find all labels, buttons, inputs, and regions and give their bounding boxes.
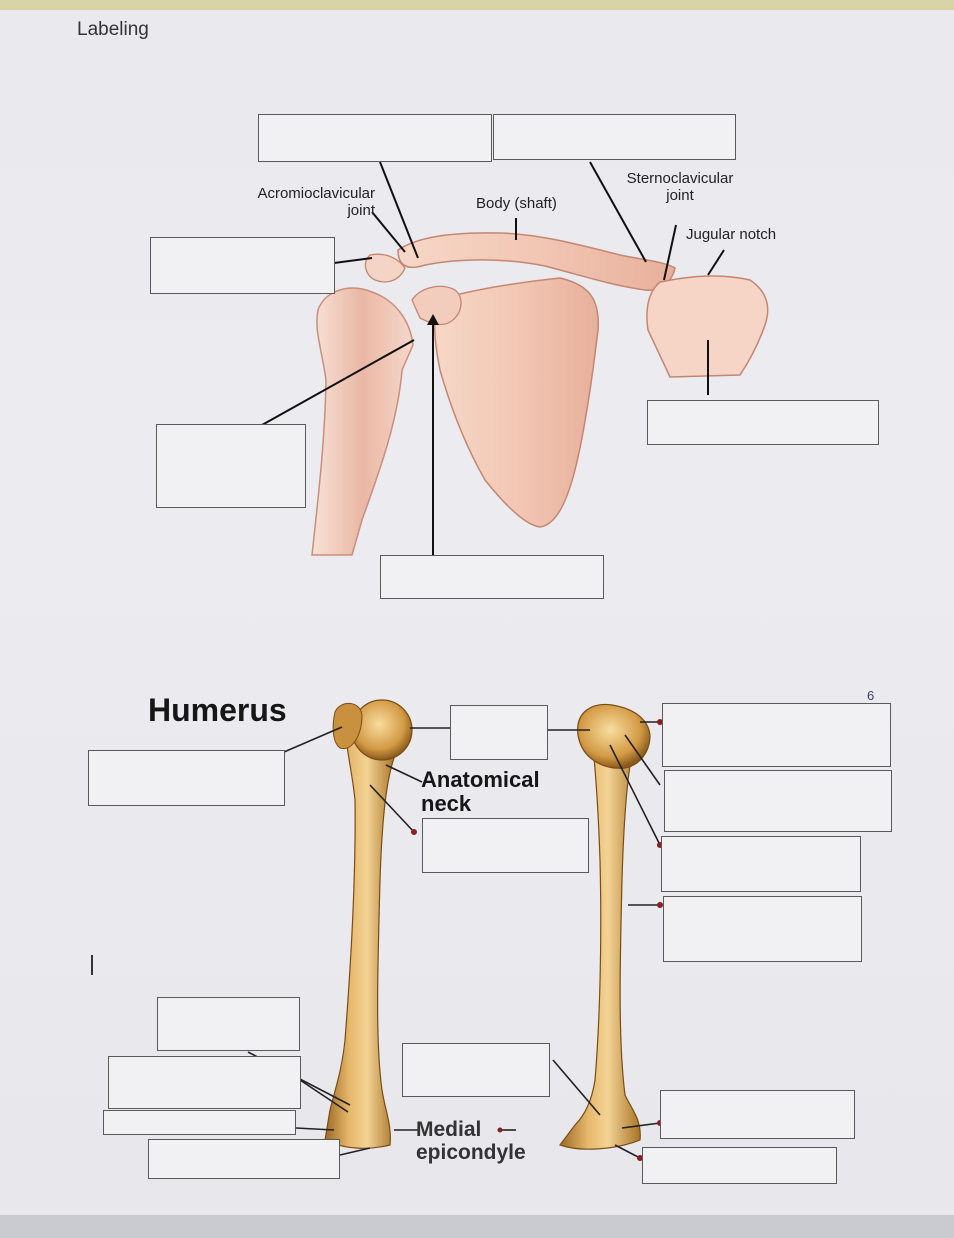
answer-box-sternal-end[interactable]: [493, 114, 736, 160]
answer-box-trochlea[interactable]: [148, 1139, 340, 1179]
bottom-bezel: [0, 1215, 954, 1238]
page-heading: Labeling: [77, 19, 149, 40]
medial-epicondyle-label: Medial epicondyle: [416, 1118, 526, 1164]
medial-epicondyle-line1: Medial: [416, 1118, 482, 1141]
answer-box-olecranon-fossa[interactable]: [402, 1043, 550, 1097]
humerus-anterior: [324, 699, 413, 1149]
medial-epicondyle-line2: epicondyle: [416, 1141, 526, 1164]
answer-box-deltoid-tuberosity[interactable]: [661, 836, 861, 892]
answer-box-posterior-trochlea[interactable]: [642, 1147, 837, 1184]
leader-dots: [411, 719, 663, 1161]
jugular-notch-label: Jugular notch: [686, 226, 777, 243]
sternoclavicular-label: Sternoclavicular joint: [600, 170, 760, 204]
answer-box-capitulum[interactable]: [103, 1110, 296, 1135]
anatomical-neck-label: Anatomical neck: [421, 768, 540, 816]
sternoclavicular-line2: joint: [666, 187, 694, 204]
scapula: [364, 253, 599, 528]
anatomical-neck-line2: neck: [421, 791, 472, 816]
acromioclavicular-line2: joint: [347, 202, 375, 219]
sternum-manubrium: [646, 275, 769, 378]
acromioclavicular-line1: Acromioclavicular: [257, 185, 375, 202]
body-shaft-label: Body (shaft): [476, 195, 557, 212]
answer-box-glenoid-cavity[interactable]: [156, 424, 306, 508]
answer-box-radial-groove[interactable]: [663, 896, 862, 962]
answer-box-acromial-end[interactable]: [150, 237, 335, 294]
answer-box-intertubercular-groove[interactable]: [422, 818, 589, 873]
answer-box-coracoid-process[interactable]: [380, 555, 604, 599]
shoulder-humerus: [311, 287, 414, 556]
sternoclavicular-line1: Sternoclavicular: [626, 170, 734, 187]
answer-box-lateral-epicondyle[interactable]: [108, 1056, 301, 1109]
top-strip: [0, 0, 954, 10]
answer-box-head[interactable]: [88, 750, 285, 806]
answer-box-surgical-neck[interactable]: [664, 770, 892, 832]
anatomical-neck-line1: Anatomical: [421, 767, 540, 792]
answer-box-posterior-head[interactable]: [662, 703, 891, 767]
answer-box-clavicle[interactable]: [258, 114, 492, 162]
answer-box-posterior-epicondyle[interactable]: [660, 1090, 855, 1139]
humerus-posterior: [559, 703, 651, 1150]
answer-box-greater-tubercle[interactable]: [450, 705, 548, 760]
answer-box-manubrium[interactable]: [647, 400, 879, 445]
acromioclavicular-label: Acromioclavicular joint: [210, 185, 375, 219]
humerus-title: Humerus: [148, 692, 287, 728]
answer-box-coronoid-fossa[interactable]: [157, 997, 300, 1051]
text-cursor: [91, 955, 93, 975]
upper-leader-lines: [261, 161, 725, 555]
page-number: 6: [867, 688, 875, 703]
